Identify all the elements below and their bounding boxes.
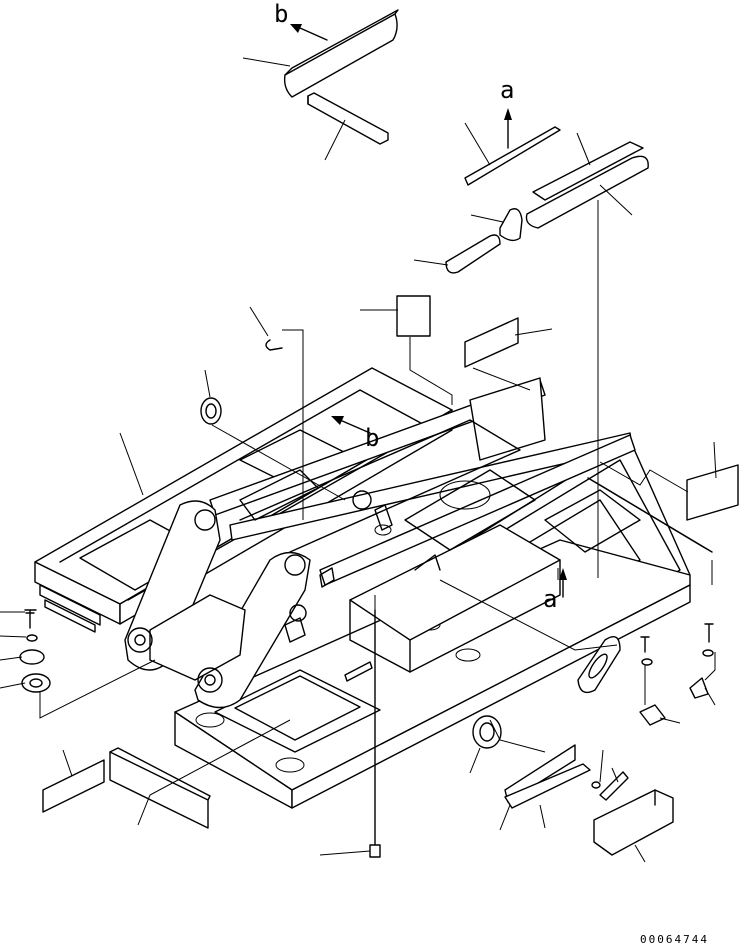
view-label-b-top: b	[274, 0, 288, 28]
upper-loose-parts	[200, 9, 649, 425]
leader-lines	[0, 57, 717, 863]
view-label-a-frame: a	[543, 585, 557, 613]
drawing-code: 00064744	[640, 933, 709, 946]
view-label-a-top: a	[500, 76, 514, 104]
view-arrows	[290, 24, 567, 598]
lower-loose-parts	[19, 464, 739, 858]
view-label-b-frame: b	[365, 424, 379, 452]
revolving-frame	[34, 367, 713, 809]
